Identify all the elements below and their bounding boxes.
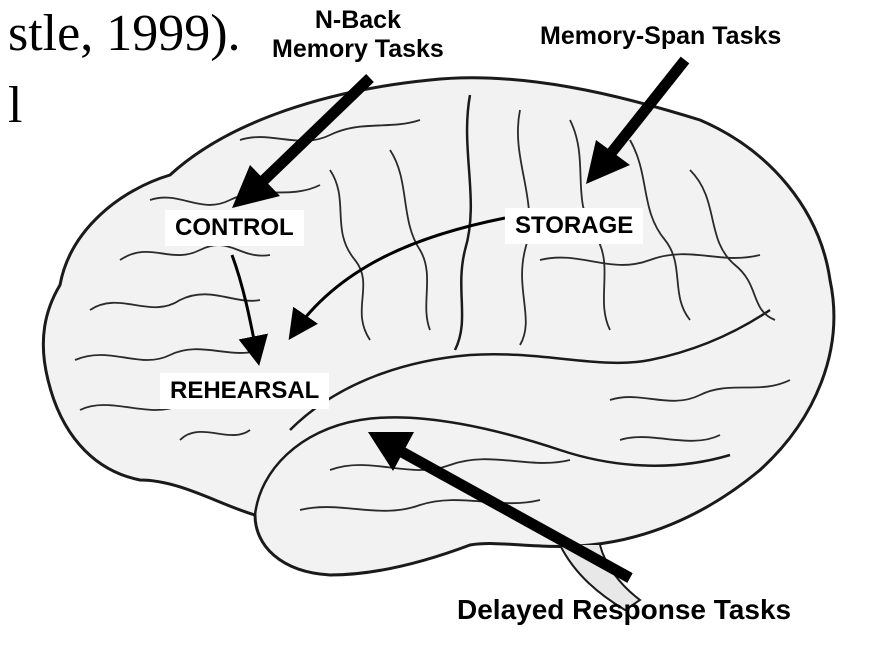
delayed-response-tasks-label: Delayed Response Tasks bbox=[447, 590, 801, 630]
memory-span-tasks-label: Memory-Span Tasks bbox=[540, 22, 781, 51]
citation-fragment: stle, 1999). bbox=[8, 8, 241, 60]
stray-glyph: l bbox=[8, 80, 22, 132]
storage-label: STORAGE bbox=[505, 208, 643, 244]
nback-memory-tasks-label: N-Back Memory Tasks bbox=[272, 6, 444, 64]
rehearsal-label: REHEARSAL bbox=[160, 373, 329, 409]
control-label: CONTROL bbox=[165, 210, 304, 246]
